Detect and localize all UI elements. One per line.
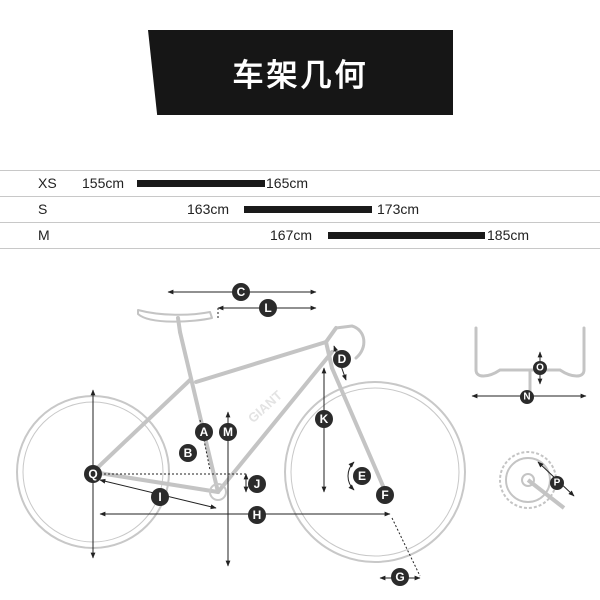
label-p: P: [554, 478, 561, 489]
label-o: O: [536, 363, 544, 374]
size-row-xs: XS 155cm 165cm: [0, 170, 600, 196]
height-min: 167cm: [270, 227, 313, 243]
height-max: 185cm: [487, 227, 530, 243]
badge-f: F: [376, 486, 394, 504]
label-q: Q: [88, 467, 97, 481]
height-range-bar: [137, 180, 265, 187]
size-row-m: M 167cm 185cm: [0, 222, 600, 249]
label-n: N: [523, 392, 530, 403]
size-chart: XS 155cm 165cm S 163cm 173cm M 167cm 185…: [0, 170, 600, 249]
label-c: C: [237, 285, 246, 299]
height-max: 173cm: [377, 201, 420, 217]
label-f: F: [381, 488, 388, 502]
size-name: XS: [38, 175, 57, 191]
label-i: I: [158, 490, 161, 504]
label-h: H: [253, 508, 262, 522]
bike-frame: [91, 309, 385, 494]
handlebar-top-view: [474, 326, 586, 394]
label-m: M: [223, 425, 233, 439]
badge-e: E: [353, 467, 371, 485]
page-title: 车架几何: [232, 58, 369, 94]
height-min: 155cm: [82, 175, 125, 191]
measurement-lines: [90, 289, 421, 581]
badge-j: J: [248, 475, 266, 493]
badge-k: K: [315, 410, 333, 428]
label-k: K: [320, 412, 329, 426]
badge-h: H: [248, 506, 266, 524]
front-wheel: [284, 381, 466, 563]
badge-i: I: [151, 488, 169, 506]
label-l: L: [264, 301, 271, 315]
badge-c: C: [232, 283, 250, 301]
label-j: J: [254, 477, 261, 491]
badge-p: P: [550, 476, 564, 490]
size-name: M: [38, 227, 50, 243]
bike-geometry-diagram: GIANT C L D: [16, 283, 587, 586]
badge-a: A: [195, 423, 213, 441]
height-range-bar: [244, 206, 372, 213]
height-range-bar: [328, 232, 485, 239]
label-g: G: [395, 570, 404, 584]
title-banner: 车架几何: [148, 30, 453, 115]
badge-o: O: [533, 361, 547, 375]
badge-m: M: [219, 423, 237, 441]
label-e: E: [358, 469, 366, 483]
badge-l: L: [259, 299, 277, 317]
badge-d: D: [333, 350, 351, 368]
label-a: A: [200, 425, 209, 439]
size-row-s: S 163cm 173cm: [0, 196, 600, 222]
height-max: 165cm: [266, 175, 309, 191]
badge-b: B: [179, 444, 197, 462]
badge-q: Q: [84, 465, 102, 483]
label-b: B: [184, 446, 193, 460]
badge-n: N: [520, 390, 534, 404]
height-min: 163cm: [187, 201, 230, 217]
badge-g: G: [391, 568, 409, 586]
label-d: D: [338, 352, 347, 366]
size-name: S: [38, 201, 48, 217]
